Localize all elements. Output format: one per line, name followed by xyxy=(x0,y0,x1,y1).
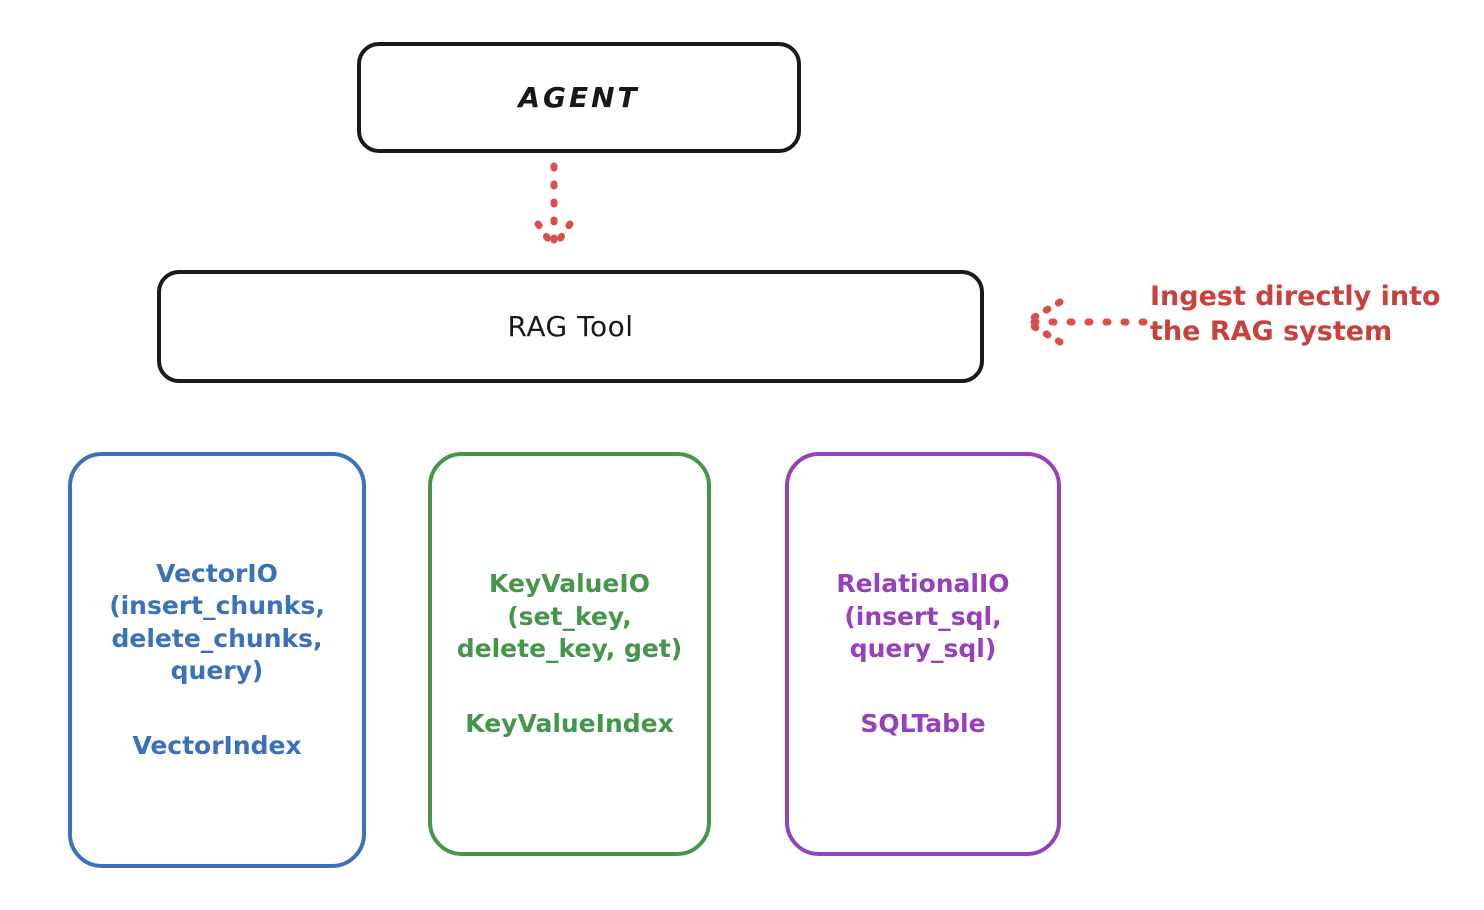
relational-io-api-label: RelationalIO (insert_sql, query_sql) xyxy=(836,569,1010,663)
key-value-index-label: KeyValueIndex xyxy=(465,708,674,738)
rag-tool-node[interactable]: RAG Tool xyxy=(157,270,984,383)
sql-table-label: SQLTable xyxy=(860,708,986,738)
agent-to-rag-dotted-arrow-icon xyxy=(534,162,574,250)
key-value-io-api-label: KeyValueIO (set_key, delete_key, get) xyxy=(456,569,683,663)
agent-node-label: AGENT xyxy=(518,81,640,114)
ingest-annotation-text: Ingest directly into the RAG system xyxy=(1150,281,1441,348)
vector-io-node[interactable]: VectorIO (insert_chunks, delete_chunks, … xyxy=(68,452,366,868)
vector-index-label: VectorIndex xyxy=(132,730,302,760)
vector-io-api-label: VectorIO (insert_chunks, delete_chunks, … xyxy=(109,558,325,686)
agent-node[interactable]: AGENT xyxy=(357,42,801,153)
relational-io-node[interactable]: RelationalIO (insert_sql, query_sql) SQL… xyxy=(785,452,1061,856)
ingest-dotted-arrow-icon xyxy=(1024,298,1148,346)
rag-tool-node-label: RAG Tool xyxy=(507,310,634,343)
key-value-io-node[interactable]: KeyValueIO (set_key, delete_key, get) Ke… xyxy=(428,452,711,856)
